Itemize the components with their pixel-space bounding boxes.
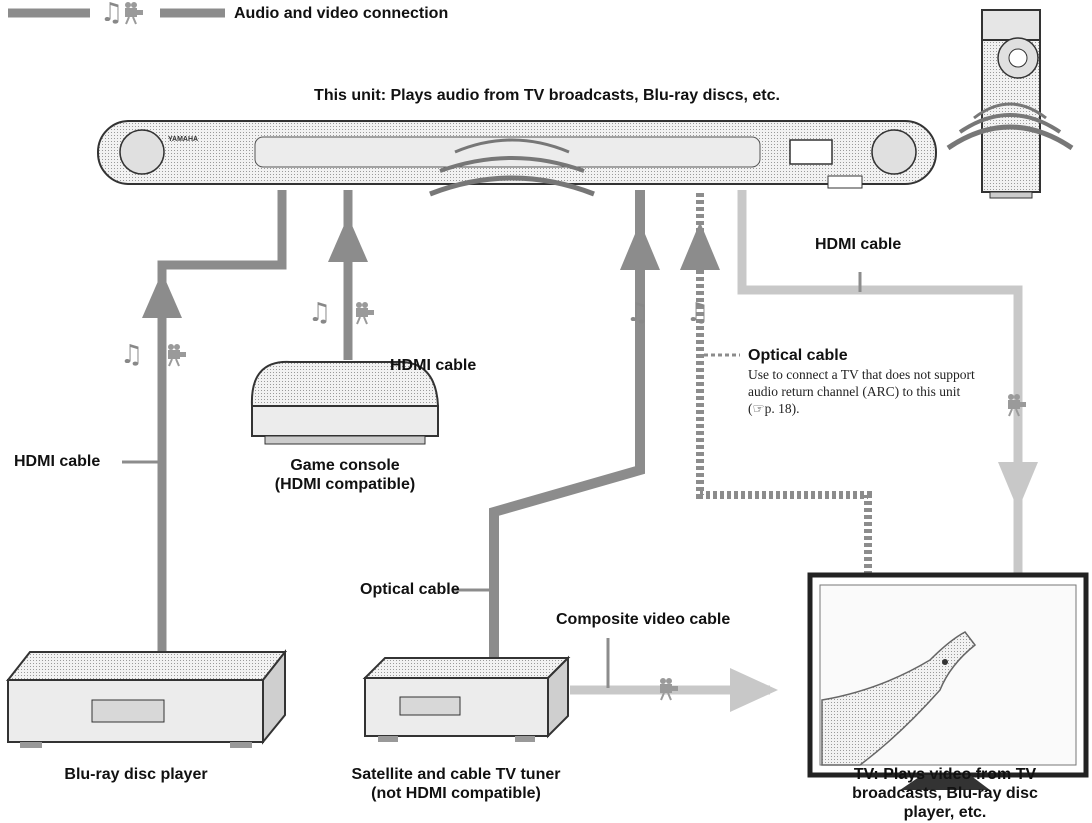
legend-video-icon <box>124 1 144 25</box>
legend-cable-sample <box>8 1 225 25</box>
legend-audio-icon: ♫ <box>100 0 124 28</box>
hdmi-cable-game <box>328 190 385 367</box>
right-speaker <box>871 129 917 175</box>
front-display <box>789 139 833 165</box>
game-audio-icon: ♫ <box>308 298 332 328</box>
hdmi-cable-game-label: HDMI cable <box>390 357 477 374</box>
game-console-label: Game console (HDMI compatible) <box>274 457 416 493</box>
satellite-tuner <box>362 655 571 742</box>
sound-bar-side-view <box>946 9 1074 199</box>
tv <box>807 572 1089 790</box>
legend-label: Audio and video connection <box>234 5 449 22</box>
game-console <box>250 360 440 445</box>
bluray-video-icon <box>167 343 187 367</box>
bluray-player-label: Blu-ray disc player <box>64 766 208 783</box>
tv-hdmi-video-icon <box>1007 393 1027 417</box>
composite-video-cable <box>570 638 778 712</box>
tuner-label: Satellite and cable TV tuner (not HDMI c… <box>351 766 561 802</box>
hdmi-cable-bluray <box>122 190 287 652</box>
game-video-icon <box>355 301 375 325</box>
optical-cable-tuner <box>453 190 660 658</box>
composite-cable-label: Composite video cable <box>556 611 731 628</box>
tuner-audio-icon: ♫ <box>626 298 650 328</box>
unit-title: This unit: Plays audio from TV broadcast… <box>314 87 780 104</box>
optical-note: Use to connect a TV that does not suppor… <box>748 367 975 416</box>
brand-logo: YAMAHA <box>168 136 199 143</box>
hdmi-cable-bluray-label: HDMI cable <box>14 453 101 470</box>
composite-video-icon <box>659 677 679 701</box>
hdmi-cable-tv <box>737 190 1038 575</box>
optical-cable-tuner-label: Optical cable <box>360 581 460 598</box>
tv-optical-audio-icon: ♫ <box>686 298 710 328</box>
sound-bar-unit <box>97 120 937 197</box>
bluray-audio-icon: ♫ <box>120 340 144 370</box>
left-speaker <box>119 129 165 175</box>
optical-cable-tv <box>680 190 872 575</box>
tv-label: TV: Plays video from TV broadcasts, Blu-… <box>852 766 1038 821</box>
optical-cable-tv-label: Optical cable <box>748 347 848 364</box>
bluray-player <box>5 649 288 748</box>
hdmi-cable-tv-label: HDMI cable <box>815 236 902 253</box>
